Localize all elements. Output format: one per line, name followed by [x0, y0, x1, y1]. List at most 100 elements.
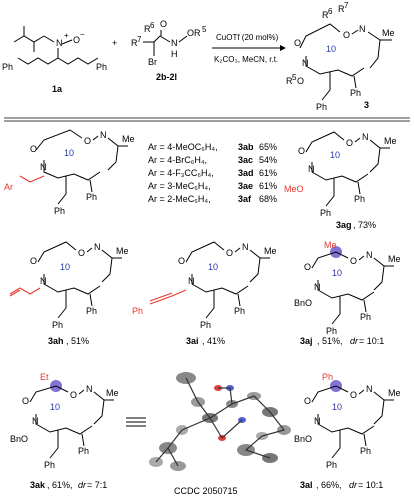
svg-text:Ph: Ph [320, 208, 331, 218]
product-3ak: Et O N Me O 10 N BnO Ph Ph 3ak , 61%, dr… [10, 372, 119, 490]
svg-text:N: N [86, 384, 93, 394]
svg-text:Ar: Ar [4, 182, 13, 192]
ar-row-1: Ar = 4-BrC₆H₄, 3ac 54% [148, 155, 277, 165]
svg-text:O: O [30, 144, 37, 154]
ar-list: Ar = 4-MeOC₆H₄, 3ab 65% Ar = 4-BrC₆H₄, 3… [148, 142, 277, 204]
svg-text:Ph: Ph [360, 312, 371, 322]
svg-text:, 73%: , 73% [353, 220, 376, 230]
svg-text:= 10:1: = 10:1 [358, 480, 383, 490]
svg-text:Me: Me [388, 254, 401, 264]
svg-text:O: O [294, 38, 301, 48]
svg-text:Ph: Ph [52, 320, 63, 330]
caption-3ak: 3ak [30, 480, 46, 490]
svg-text:Ph: Ph [78, 446, 89, 456]
svg-text:3ad: 3ad [238, 168, 254, 178]
product-3aj: Me O N Me O 10 N BnO Ph Ph 3aj , 51%, dr… [294, 240, 401, 346]
ph-left-label: Ph [2, 62, 13, 72]
svg-text:10: 10 [332, 402, 342, 412]
svg-text:3ae: 3ae [238, 181, 253, 191]
svg-text:O: O [298, 146, 305, 156]
o-minus-label: O [73, 35, 80, 45]
svg-text:Me: Me [106, 388, 119, 398]
svg-text:O: O [343, 30, 350, 40]
equivalence-sign [126, 417, 146, 427]
svg-text:Me: Me [116, 246, 129, 256]
svg-text:10: 10 [330, 150, 340, 160]
svg-text:Ph: Ph [350, 88, 361, 98]
svg-text:Ar = 3-MeC₆H₄,: Ar = 3-MeC₆H₄, [148, 181, 211, 191]
svg-text:N: N [366, 384, 373, 394]
svg-text:N: N [94, 242, 101, 252]
svg-text:+: + [64, 31, 69, 40]
svg-text:5: 5 [202, 25, 207, 34]
svg-text:BnO: BnO [10, 434, 28, 444]
svg-text:Ph: Ph [234, 306, 245, 316]
svg-text:Ph: Ph [132, 306, 143, 316]
svg-text:Ph: Ph [326, 460, 337, 470]
reactant-1a: N + O − Ph Ph 1a [2, 26, 107, 94]
svg-text:dr: dr [350, 336, 359, 346]
compound-1a-label: 1a [52, 84, 63, 94]
conditions-top: CuOTf (20 mol%) [216, 33, 279, 42]
svg-text:Ph: Ph [86, 192, 97, 202]
svg-text:5: 5 [292, 73, 297, 82]
svg-text:Me: Me [384, 136, 397, 146]
svg-text:O: O [84, 136, 91, 146]
compound-2-label: 2b-2l [156, 72, 177, 82]
caption-3aj: 3aj [300, 336, 313, 346]
svg-text:6: 6 [328, 7, 333, 16]
svg-text:O: O [178, 256, 185, 266]
reaction-arrow: CuOTf (20 mol%) K₂CO₃, MeCN, r.t. [212, 33, 286, 64]
ar-row-3: Ar = 3-MeC₆H₄, 3ae 61% [148, 181, 277, 191]
svg-text:N: N [314, 416, 321, 426]
svg-text:7: 7 [344, 1, 349, 10]
product-3ah: O N Me O 10 N Ph Ph 3ah , 51% [9, 241, 129, 346]
product-3ag: O N Me O 10 N MeO Ph Ph 3ag , 73% [284, 131, 397, 230]
svg-text:Ar = 2-MeC₆H₄,: Ar = 2-MeC₆H₄, [148, 194, 211, 204]
product-3: R 6 R 7 O N Me O 10 N R 5 O Ph Ph 3 [286, 1, 395, 112]
svg-text:Me: Me [324, 240, 337, 250]
plus-sign: + [112, 38, 117, 48]
svg-text:N: N [308, 164, 315, 174]
svg-text:Me: Me [388, 388, 401, 398]
conditions-bottom: K₂CO₃, MeCN, r.t. [214, 55, 278, 64]
reactant-2: R 6 R 7 Br O N H OR 5 2b-2l [131, 19, 207, 82]
ar-row-2: Ar = 4-F₃CC₆H₄, 3ad 61% [148, 168, 277, 178]
svg-text:, 66%,: , 66%, [316, 480, 342, 490]
svg-text:O: O [30, 256, 37, 266]
svg-text:R: R [322, 10, 329, 20]
svg-text:Me: Me [382, 28, 395, 38]
ar-row-0: Ar = 4-MeOC₆H₄, 3ab 65% [148, 142, 277, 152]
svg-text:= 10:1: = 10:1 [359, 336, 384, 346]
svg-text:N: N [32, 416, 39, 426]
svg-text:= 7:1: = 7:1 [87, 480, 107, 490]
svg-text:61%: 61% [259, 168, 277, 178]
svg-text:10: 10 [208, 262, 218, 272]
svg-text:Ph: Ph [360, 446, 371, 456]
svg-text:O: O [70, 390, 77, 400]
svg-text:, 51%,: , 51%, [317, 336, 343, 346]
svg-text:O: O [350, 256, 357, 266]
svg-text:O: O [304, 396, 311, 406]
svg-text:O: O [160, 19, 167, 29]
svg-text:65%: 65% [259, 142, 277, 152]
svg-text:Ph: Ph [86, 306, 97, 316]
svg-text:R: R [144, 24, 151, 34]
svg-text:N: N [366, 250, 373, 260]
svg-text:, 41%: , 41% [202, 336, 225, 346]
svg-text:−: − [80, 30, 85, 39]
svg-text:, 51%: , 51% [66, 336, 89, 346]
svg-text:6: 6 [150, 21, 155, 30]
svg-text:N: N [188, 276, 195, 286]
svg-text:, 61%,: , 61%, [47, 480, 73, 490]
svg-text:3ac: 3ac [238, 155, 253, 165]
svg-text:N: N [40, 276, 47, 286]
svg-text:7: 7 [137, 35, 142, 44]
n-plus-label: N [56, 38, 63, 48]
ccdc-caption: CCDC 2050715 [174, 486, 238, 496]
svg-text:O: O [304, 262, 311, 272]
svg-text:N: N [40, 162, 47, 172]
caption-3al: 3al [300, 480, 313, 490]
